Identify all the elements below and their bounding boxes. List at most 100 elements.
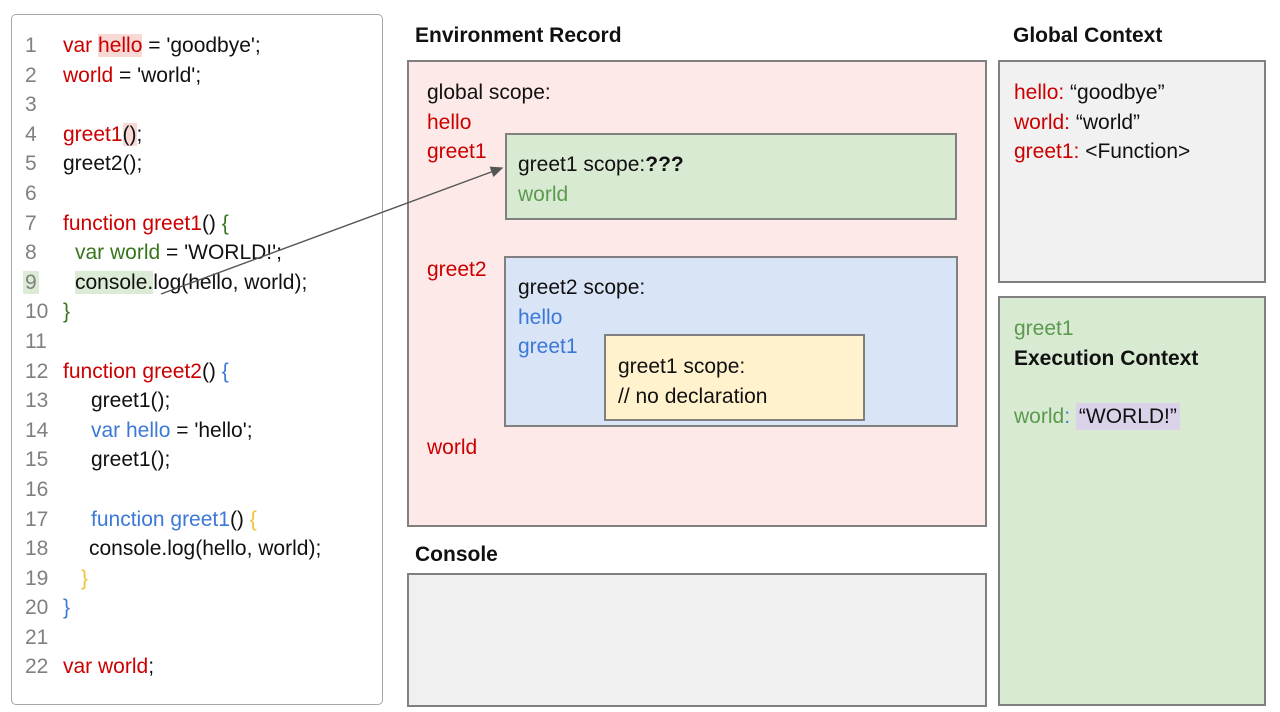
text-segment: greet1 (1014, 317, 1074, 340)
code-text: world = 'world'; (63, 61, 201, 91)
text-segment: greet1 (63, 122, 123, 146)
text-row: greet1: <Function> (1014, 137, 1190, 167)
text-row: // no declaration (618, 382, 767, 412)
code-line: 10} (23, 297, 382, 327)
text-segment: greet1(); (91, 448, 171, 472)
text-segment: function greet1 (63, 211, 202, 235)
line-number: 15 (25, 448, 49, 472)
code-line: 16 (23, 475, 382, 505)
text-segment: “goodbye” (1070, 81, 1165, 104)
line-number: 11 (25, 329, 47, 353)
text-segment: } (63, 300, 71, 324)
text-segment: ??? (645, 153, 684, 176)
code-text: var hello = 'hello'; (63, 416, 253, 446)
code-text: } (63, 297, 70, 327)
text-row: hello: “goodbye” (1014, 78, 1190, 108)
execution-context-entries: world: “WORLD!” (1014, 402, 1180, 432)
line-number: 3 (25, 93, 37, 117)
code-text: } (63, 593, 70, 623)
text-row: greet2 scope: (518, 273, 645, 303)
text-segment: world (63, 63, 114, 87)
line-number: 8 (25, 241, 37, 265)
text-segment: // no declaration (618, 384, 768, 408)
text-row: greet1 scope: (618, 352, 767, 382)
code-line: 9 console.log(hello, world); (23, 268, 382, 298)
text-segment: { (221, 359, 229, 383)
greet2-var-label: greet2 (427, 255, 487, 285)
greet1-scope-vars: greet1 scope:???world (518, 150, 684, 209)
text-segment: <Function> (1085, 140, 1191, 163)
line-number: 16 (25, 477, 49, 501)
text-segment: world (518, 182, 569, 206)
global-context-box: hello: “goodbye”world: “world”greet1: <F… (998, 60, 1266, 283)
code-text: var world = 'WORLD!'; (63, 238, 282, 268)
text-segment: greet1: (1014, 140, 1086, 163)
line-number: 2 (25, 63, 37, 87)
line-number: 21 (25, 625, 49, 649)
text-segment: : (1064, 405, 1071, 428)
text-segment: console. (75, 270, 154, 294)
line-number: 7 (25, 211, 37, 235)
code-text: var hello = 'goodbye'; (63, 31, 261, 61)
line-number: 10 (25, 300, 49, 324)
text-segment: var (63, 34, 99, 57)
text-segment: greet1 (427, 140, 487, 163)
code-text: greet2(); (63, 149, 142, 179)
text-segment: } (63, 596, 71, 620)
text-segment: () (229, 507, 250, 531)
text-segment: { (221, 211, 229, 235)
code-line: 20} (23, 593, 382, 623)
text-segment: var world (75, 241, 161, 265)
text-segment: { (249, 507, 257, 531)
code-line: 21 (23, 623, 382, 653)
line-number: 13 (25, 389, 49, 413)
text-segment: “WORLD!” (1075, 403, 1180, 430)
text-segment: () (201, 359, 222, 383)
text-segment (1070, 405, 1076, 428)
line-number: 20 (25, 596, 49, 620)
text-row: greet1 (427, 137, 551, 167)
line-number: 19 (25, 566, 49, 590)
text-row: greet1 (518, 332, 645, 362)
line-number: 22 (25, 655, 49, 679)
text-segment: Execution Context (1014, 346, 1199, 370)
text-row: world (427, 433, 477, 463)
line-number: 17 (25, 507, 49, 531)
code-line: 11 (23, 327, 382, 357)
code-line: 15 greet1(); (23, 445, 382, 475)
greet1-scope-box: greet1 scope:???world (505, 133, 957, 220)
line-number: 9 (23, 270, 39, 294)
code-text: } (63, 564, 88, 594)
text-segment: = 'world'; (113, 63, 202, 87)
code-text: greet1(); (63, 120, 142, 150)
text-segment: hello (98, 34, 143, 57)
text-segment: greet2 (427, 258, 487, 281)
text-segment: function greet1 (91, 507, 230, 531)
text-segment: console.log(hello, world); (89, 537, 322, 561)
greet1-inner-scope-box: greet1 scope:// no declaration (604, 334, 865, 421)
code-line: 2 world = 'world'; (23, 61, 382, 91)
text-segment: “world” (1075, 110, 1141, 134)
text-row: hello (518, 303, 645, 333)
text-row: world (518, 180, 684, 210)
world-var-label: world (427, 433, 477, 463)
text-segment: hello (427, 110, 472, 134)
code-text: var world; (63, 652, 154, 682)
code-text: function greet1() { (63, 505, 257, 535)
text-row: world: “world” (1014, 108, 1190, 138)
line-number: 18 (25, 537, 49, 561)
text-segment: var world (63, 655, 149, 679)
code-text: console.log(hello, world); (63, 268, 307, 298)
text-segment: greet1 (518, 335, 578, 358)
code-text: function greet1() { (63, 209, 229, 239)
text-segment: world: (1014, 110, 1076, 134)
